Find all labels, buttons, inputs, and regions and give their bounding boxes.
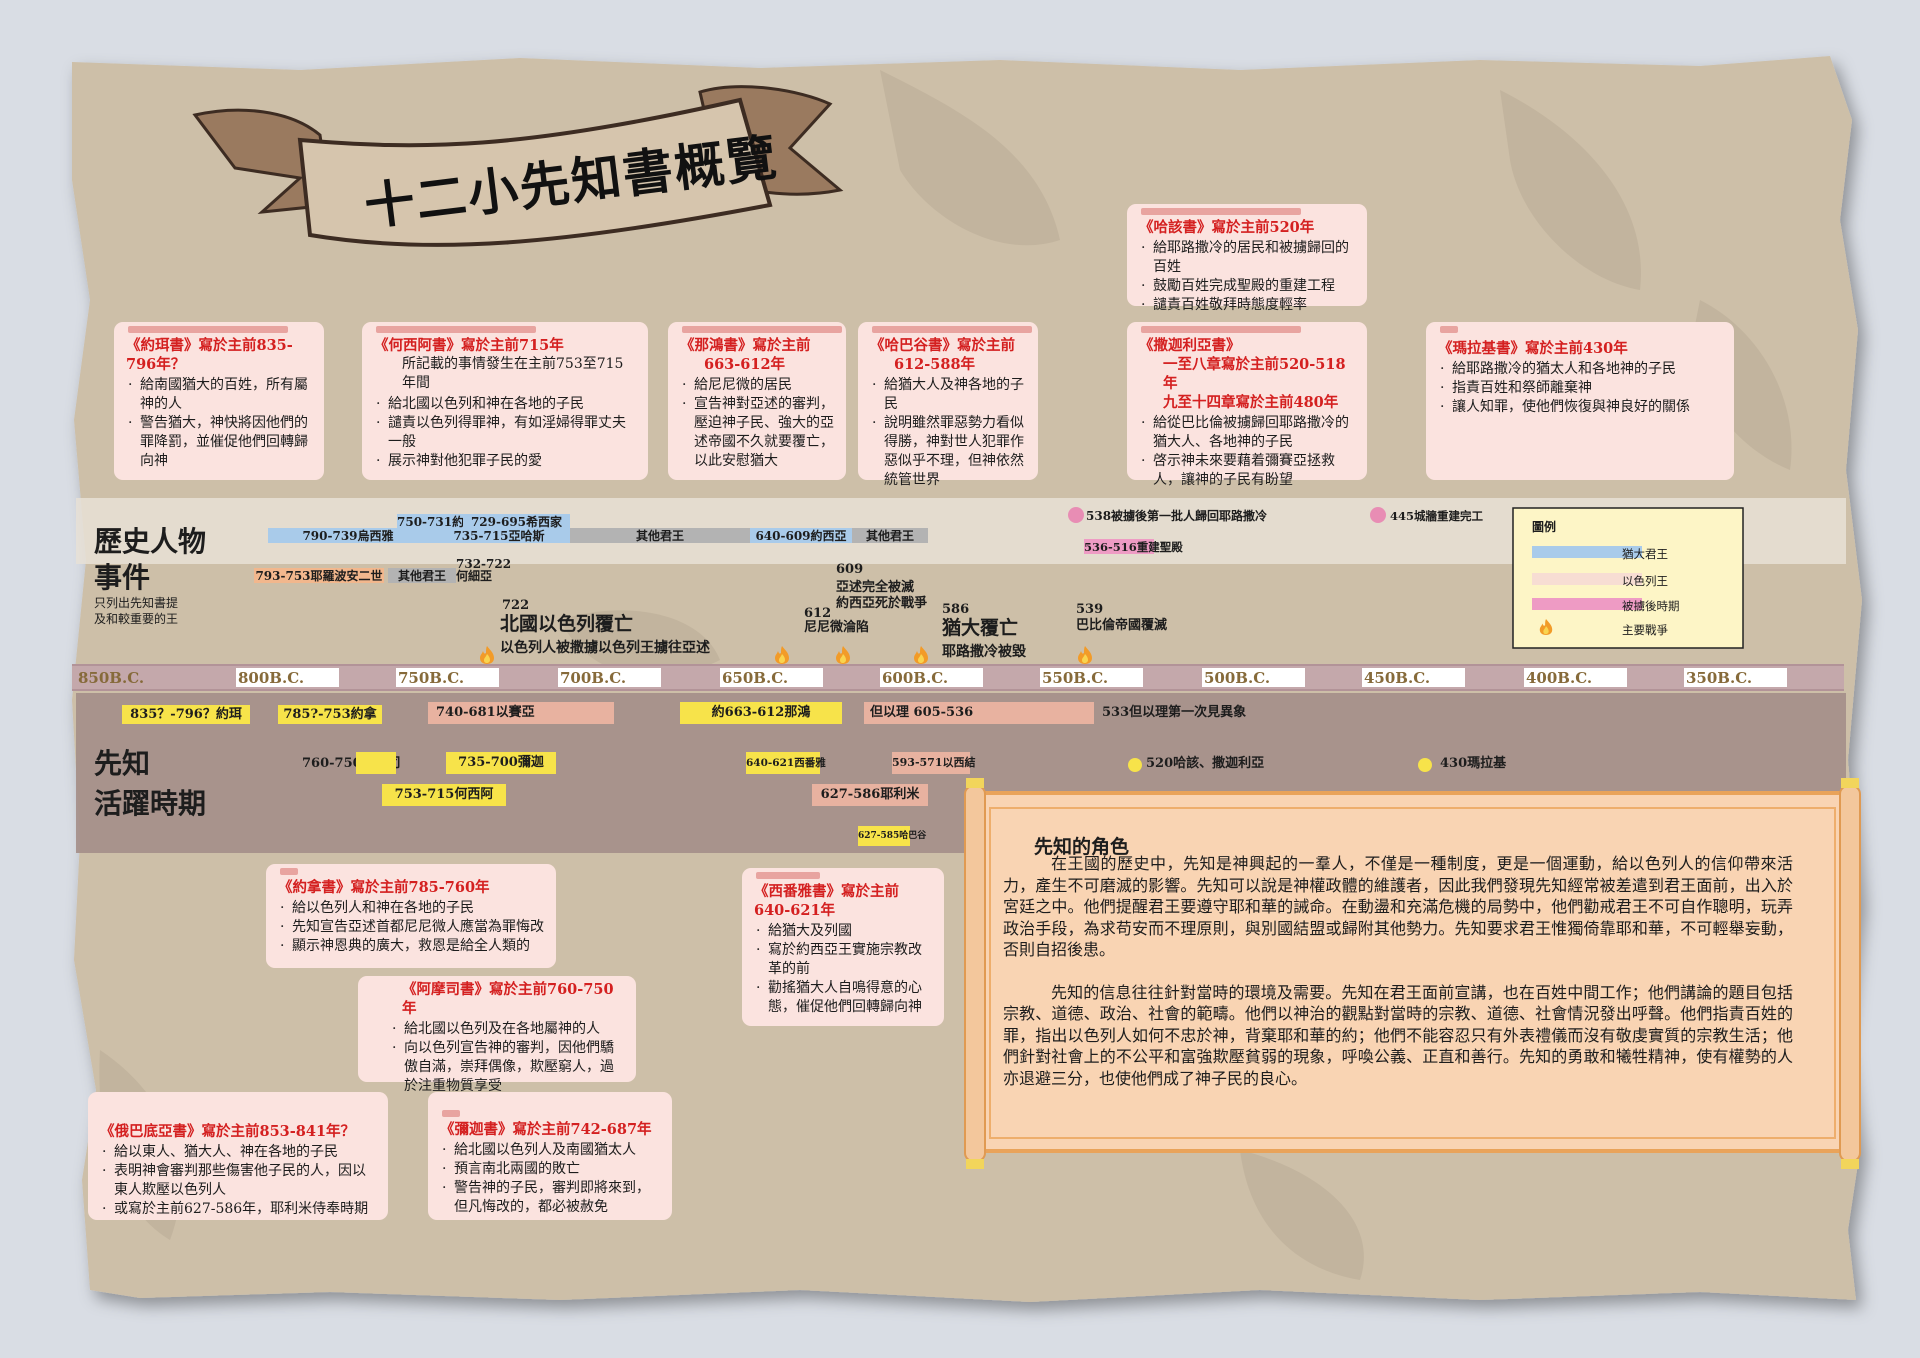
prophet-joel: 835？-796？約珥 <box>122 705 250 724</box>
axis-tick: 700B.C. <box>558 668 661 687</box>
axis-tick: 400B.C. <box>1524 668 1627 687</box>
king-hoshea-years: 732-722 <box>456 557 512 571</box>
king-hezekiah: 729-695希西家 <box>463 514 570 529</box>
card-haggai: 《哈該書》寫於主前520年 給耶路撒冷的居民和被擄歸回的百姓鼓勵百姓完成聖殿的重… <box>1127 204 1367 315</box>
prophet-ezekiel: 593-571以西結 <box>892 752 976 774</box>
prophet-haggai-dot <box>1128 758 1142 772</box>
event-722-year: 722 <box>502 598 530 613</box>
axis-tick: 800B.C. <box>236 668 339 687</box>
history-heading-2: 事件 <box>94 561 151 594</box>
prophet-jonah: 785?-753約拿 <box>278 705 382 724</box>
scroll-body: 在王國的歷史中，先知是神興起的一羣人，不僅是一種制度，更是一個運動，給以色列人的… <box>1003 853 1793 1110</box>
title-ribbon <box>192 85 844 247</box>
legend-title: 圖例 <box>1532 520 1557 534</box>
legend-label-judah: 猶大君王 <box>1622 547 1668 561</box>
legend-label-israel: 以色列王 <box>1622 574 1668 588</box>
fire-icon <box>914 646 928 664</box>
card-hosea: 《何西阿書》寫於主前715年 所記載的事情發生在主前753至715年間 給北國以… <box>362 322 648 480</box>
event-609-desc: 亞述完全被滅 <box>836 580 915 595</box>
prophet-daniel-vision: 533但以理第一次見異象 <box>1102 705 1247 720</box>
axis-tick: 600B.C. <box>880 668 983 687</box>
prophet-nahum: 約663-612那鴻 <box>680 702 842 724</box>
fire-icon <box>480 646 494 664</box>
king-ahaz: 735-715亞哈斯 <box>428 528 570 543</box>
king-uzziah: 790-739烏西雅 <box>268 528 428 543</box>
history-heading: 歷史人物 <box>94 525 207 558</box>
prophet-daniel: 但以理 605-536 <box>864 702 1094 724</box>
event-586-desc: 耶路撒冷被毀 <box>942 644 1026 660</box>
prophet-isaiah: 740-681以賽亞 <box>428 702 614 724</box>
king-josiah: 640-609約西亞 <box>750 528 852 543</box>
prophet-micah: 735-700彌迦 <box>446 752 556 774</box>
event-722-desc: 以色列人被撒擄以色列王擄往亞述 <box>500 640 710 656</box>
axis-tick: 500B.C. <box>1202 668 1305 687</box>
event-609-year: 609 <box>836 562 864 577</box>
prophet-jeremiah: 627-586耶利米 <box>812 784 928 806</box>
card-micah: 《彌迦書》寫於主前742-687年 給北國以色列人及南國猶太人預言南北兩國的敗亡… <box>428 1092 672 1220</box>
legend-label-war: 主要戰爭 <box>1622 623 1668 637</box>
fire-icon <box>1539 619 1553 635</box>
axis-tick: 450B.C. <box>1362 668 1465 687</box>
fire-icon <box>775 646 789 664</box>
scroll-paragraph: 先知的信息往往針對當時的環境及需要。先知在君王面前宣講，也在百姓中間工作；他們講… <box>1003 982 1793 1088</box>
card-nahum: 《那鴻書》寫於主前 663-612年 給尼尼微的居民宣告神對亞述的審判，壓迫神子… <box>668 322 846 480</box>
legend-swatch-israel <box>1532 573 1642 585</box>
event-722-title: 北國以色列覆亡 <box>500 613 634 635</box>
scroll-graphic <box>964 778 1861 1169</box>
fire-icon <box>836 646 850 664</box>
fire-icon <box>1078 646 1092 664</box>
prophet-amos-bar <box>356 752 396 774</box>
event-586-title: 猶大覆亡 <box>942 617 1019 639</box>
prophet-malachi: 430瑪拉基 <box>1440 756 1507 771</box>
card-zephaniah: 《西番雅書》寫於主前640-621年 給猶大及列國寫於約西亞王實施宗教改革的前勸… <box>742 868 944 1026</box>
event-539-year: 539 <box>1076 602 1104 617</box>
prophet-hosea: 753-715何西阿 <box>382 784 506 806</box>
axis-tick: 650B.C. <box>720 668 823 687</box>
event-445-dot <box>1370 507 1386 523</box>
event-586-year: 586 <box>942 602 970 617</box>
axis-tick: 550B.C. <box>1040 668 1143 687</box>
legend-swatch-judah <box>1532 546 1642 558</box>
card-obadiah: 《俄巴底亞書》寫於主前853-841年？ 給以東人、猶大人、神在各地的子民表明神… <box>88 1092 388 1220</box>
event-612-year: 612 <box>804 606 832 621</box>
kings-other-judah-2: 其他君王 <box>852 528 928 543</box>
card-zechariah: 《撒迦利亞書》 一至八章寫於主前520-518年 九至十四章寫於主前480年 給… <box>1127 322 1367 488</box>
king-hoshea: 何細亞 <box>456 569 493 583</box>
card-habakkuk: 《哈巴谷書》寫於主前 612-588年 給猶大人及神各地的子民說明雖然罪惡勢力看… <box>858 322 1038 488</box>
prophets-heading: 先知 <box>94 747 151 780</box>
kings-other-israel: 其他君王 <box>388 568 456 583</box>
prophets-heading-2: 活躍時期 <box>94 787 207 820</box>
card-malachi: 《瑪拉基書》寫於主前430年 給耶路撒冷的猶太人和各地神的子民指責百姓和祭師離棄… <box>1426 322 1734 480</box>
king-jeroboam2: 793-753耶羅波安二世 <box>254 568 384 583</box>
scroll-paragraph: 在王國的歷史中，先知是神興起的一羣人，不僅是一種制度，更是一個運動，給以色列人的… <box>1003 854 1793 959</box>
event-538-label: 538被擄後第一批人歸回耶路撒冷 <box>1086 509 1268 523</box>
card-joel: 《約珥書》寫於主前835-796年？ 給南國猶大的百姓，所有屬神的人警告猶大，神… <box>114 322 324 480</box>
kings-other-judah: 其他君王 <box>570 528 750 543</box>
card-amos: 《阿摩司書》寫於主前760-750年 給北國以色列及在各地屬神的人向以色列宣告神… <box>358 976 636 1094</box>
card-jonah: 《約拿書》寫於主前785-760年 給以色列人和神在各地的子民先知宣告亞述首都尼… <box>266 864 556 968</box>
prophet-habakkuk: 627-585哈巴谷 <box>858 826 926 846</box>
king-jotham: 750-731約坦 <box>397 514 477 529</box>
event-445-label: 445城牆重建完工 <box>1390 509 1484 523</box>
prophet-malachi-dot <box>1418 758 1432 772</box>
axis-tick: 750B.C. <box>396 668 499 687</box>
event-612-title: 尼尼微淪陷 <box>804 620 870 635</box>
event-539-title: 巴比倫帝國覆滅 <box>1076 618 1168 633</box>
event-536-rebuild: 536-516重建聖殿 <box>1084 539 1183 554</box>
history-note: 只列出先知書提 <box>94 596 179 610</box>
event-609-desc-2: 約西亞死於戰爭 <box>836 596 928 611</box>
legend-swatch-exile <box>1532 598 1642 610</box>
legend-label-exile: 被擄後時期 <box>1622 599 1680 613</box>
prophet-haggai-zechariah: 520哈該、撒迦利亞 <box>1146 756 1265 771</box>
history-note-2: 及和較重要的王 <box>94 612 179 626</box>
prophet-zephaniah: 640-621西番雅 <box>746 752 826 774</box>
axis-tick: 850B.C. <box>78 669 145 687</box>
event-538-dot <box>1068 507 1084 523</box>
scroll-title: 先知的角色 <box>1034 836 1130 858</box>
axis-tick: 350B.C. <box>1684 668 1787 687</box>
